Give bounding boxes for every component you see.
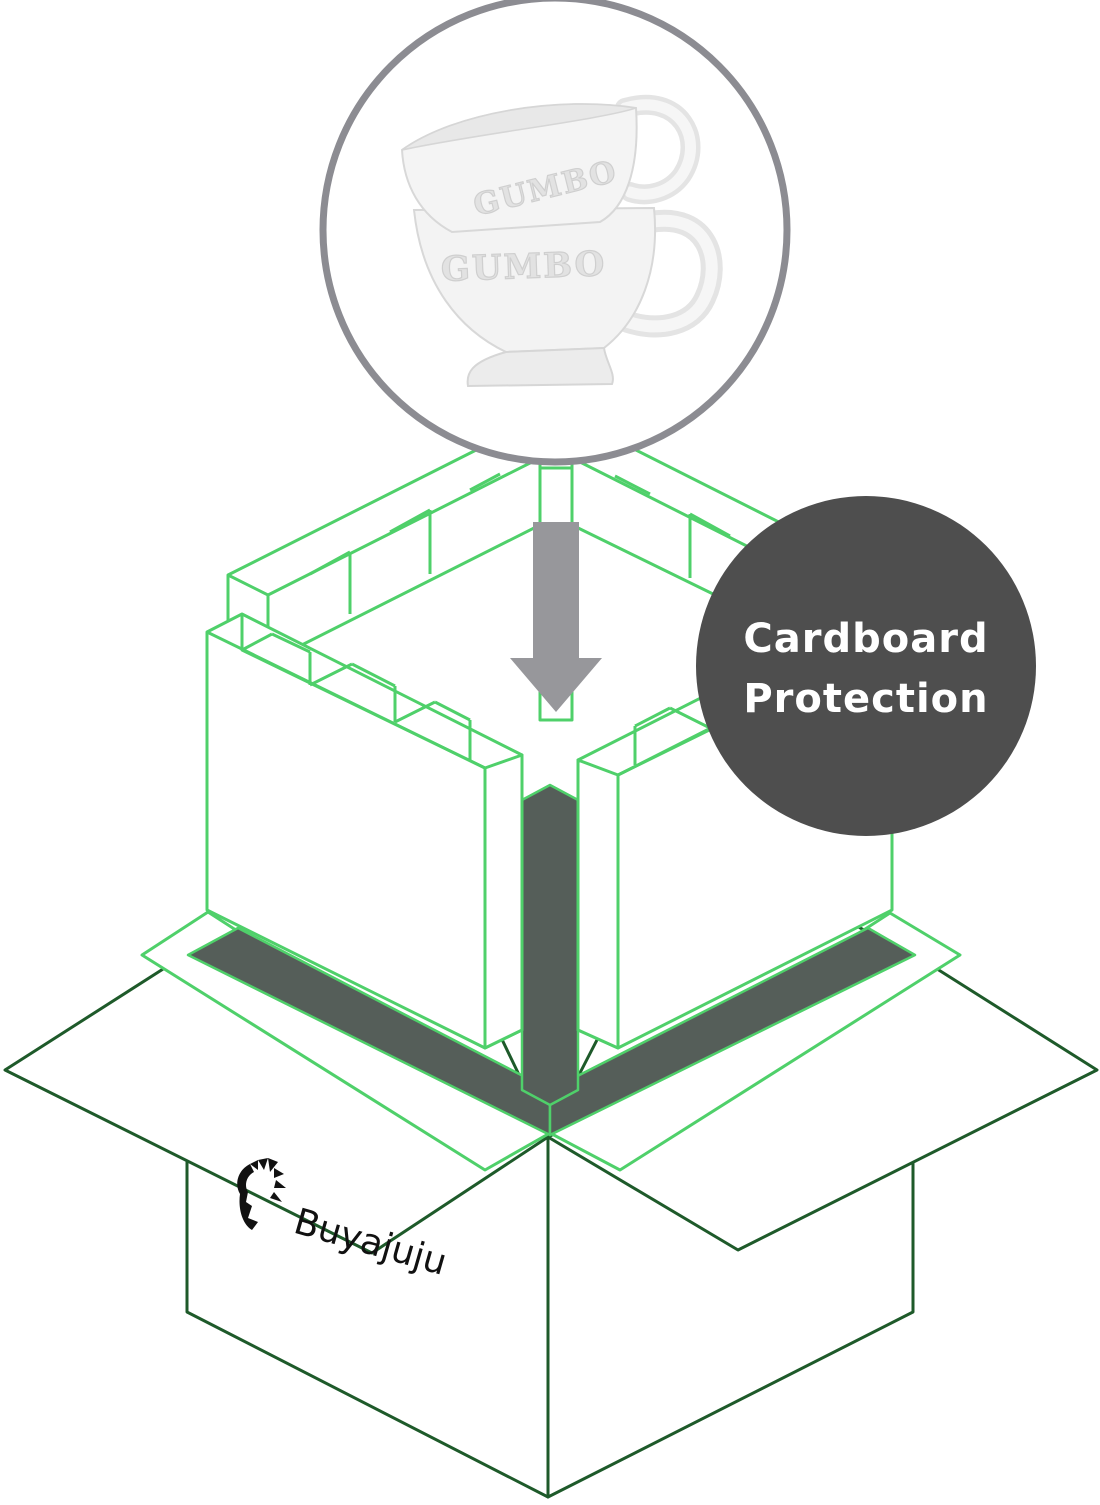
insert-back-wall-left — [226, 436, 542, 664]
mug-top: GUMBO — [400, 94, 701, 234]
badge-line-2: Protection — [743, 676, 988, 722]
insert-front-wall-left-edge — [483, 753, 524, 1050]
mug-bottom: GUMBO — [412, 206, 723, 388]
insert-front-wall-right-edge — [576, 758, 620, 1050]
insert-channel-right — [548, 926, 917, 1137]
insert-channel-center — [520, 783, 580, 1107]
down-arrow — [510, 522, 602, 712]
brand-head-icon — [237, 1158, 286, 1230]
mug-bottom-text: GUMBO — [440, 244, 607, 290]
product-magnifier: GUMBO GUMBO — [319, 0, 791, 466]
badge-line-1: Cardboard — [743, 616, 988, 662]
cardboard-protection-badge: Cardboard Protection — [696, 496, 1036, 836]
